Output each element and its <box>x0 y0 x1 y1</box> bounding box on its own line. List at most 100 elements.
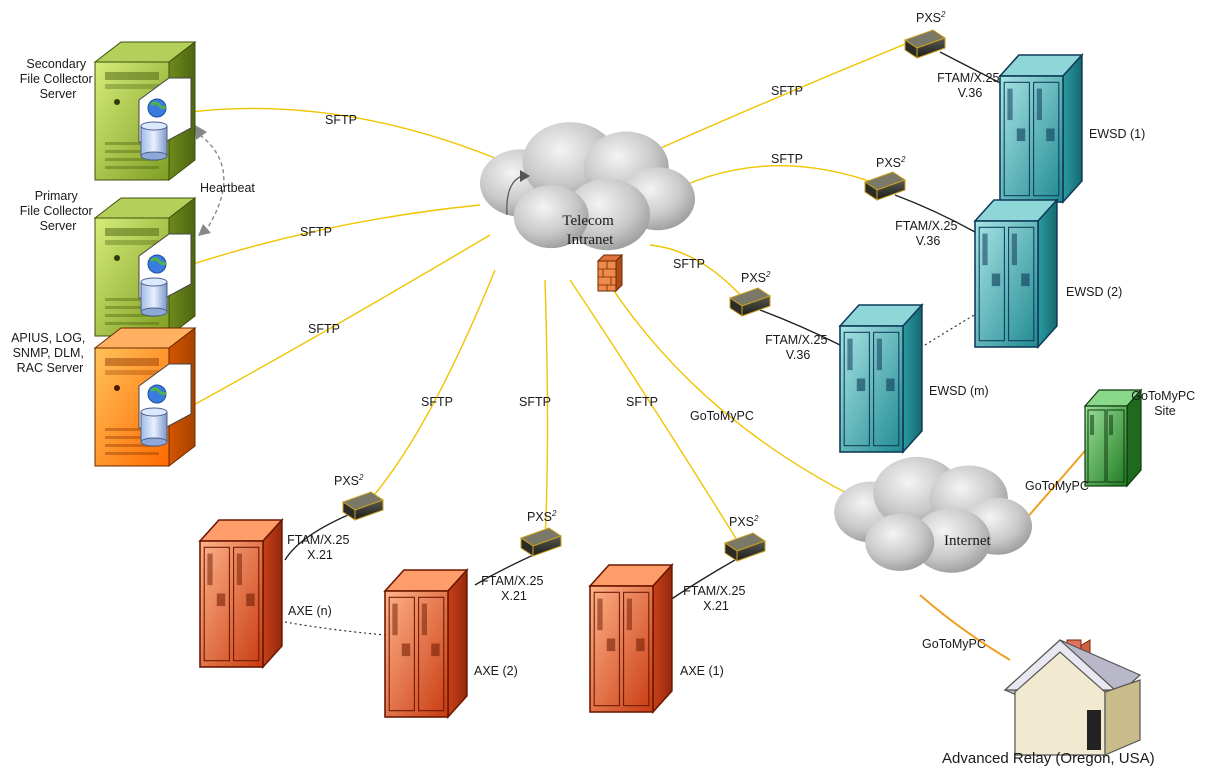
ftam-line: FTAM/X.25 <box>683 584 745 598</box>
pxs-label-axe2: PXS2 <box>527 509 557 524</box>
ftam-line: FTAM/X.25 <box>937 71 999 85</box>
link-intranet-ewsd1-pxs <box>644 37 921 156</box>
sftp-label-ewsd1: SFTP <box>771 84 803 98</box>
sftp-label-ewsd2: SFTP <box>771 152 803 166</box>
sftp-label-primary: SFTP <box>300 225 332 239</box>
primary-label-line3: Server <box>40 219 77 233</box>
axe-2-rack <box>384 569 468 718</box>
pxs-device-axe2 <box>520 527 562 557</box>
heartbeat-arrow <box>195 125 225 236</box>
dotted-link-ewsd <box>924 299 1001 346</box>
v36-line: V.36 <box>786 348 811 362</box>
ftam-label-ewsdm: FTAM/X.25 V.36 <box>765 333 831 362</box>
sftp-label-axe1: SFTP <box>626 395 658 409</box>
sftp-label-ewsdm: SFTP <box>673 257 705 271</box>
pxs-sup: 2 <box>358 473 364 482</box>
axe-1-label: AXE (1) <box>680 664 724 678</box>
secondary-file-collector-server <box>93 40 197 182</box>
link-intranet-axe2-pxs <box>544 279 549 541</box>
link-pxs-axen <box>284 511 356 561</box>
internet-cloud <box>834 456 1032 573</box>
pxs-sup: 2 <box>765 270 771 279</box>
link-intranet-axe1-pxs <box>569 279 741 546</box>
secondary-server-label: Secondary File Collector Server <box>20 57 96 101</box>
pxs-label-ewsd1: PXS2 <box>916 10 946 25</box>
secondary-label-line1: Secondary <box>26 57 87 71</box>
telecom-intranet-cloud <box>480 122 695 251</box>
gotomypc-site-line1: GoToMyPC <box>1131 389 1195 403</box>
sftp-label-axen: SFTP <box>421 395 453 409</box>
ftam-label-axe1: FTAM/X.25 X.21 <box>683 584 749 613</box>
sftp-label-secondary: SFTP <box>325 113 357 127</box>
v36-line: V.36 <box>916 234 941 248</box>
link-intranet-ewsdm-pxs <box>649 244 746 301</box>
pxs-base: PXS <box>527 510 552 524</box>
apius-log-snmp-server <box>93 326 197 468</box>
pxs-base: PXS <box>729 515 754 529</box>
advanced-relay-house-icon <box>1003 639 1142 756</box>
ftam-label-ewsd2: FTAM/X.25 V.36 <box>895 219 961 248</box>
apius-server-label: APIUS, LOG, SNMP, DLM, RAC Server <box>11 331 89 375</box>
ftam-label-ewsd1: FTAM/X.25 V.36 <box>937 71 1003 100</box>
link-intranet-axen-pxs <box>369 269 496 501</box>
gotomypc-label-site-link: GoToMyPC <box>1025 479 1089 493</box>
link-secondary-intranet <box>189 107 501 161</box>
pxs-label-axen: PXS2 <box>334 473 364 488</box>
ftam-line: FTAM/X.25 <box>287 533 349 547</box>
link-pxs-ewsdm <box>759 309 841 346</box>
v36-line: V.36 <box>958 86 983 100</box>
link-apius-intranet <box>189 234 491 408</box>
gotomypc-label-relay-link: GoToMyPC <box>922 637 986 651</box>
pxs-label-ewsd2: PXS2 <box>876 155 906 170</box>
ftam-line: FTAM/X.25 <box>481 574 543 588</box>
pxs-sup: 2 <box>551 509 557 518</box>
axe-n-rack <box>199 519 283 668</box>
pxs-label-axe1: PXS2 <box>729 514 759 529</box>
ewsd-1-label: EWSD (1) <box>1089 127 1145 141</box>
ftam-label-axe2: FTAM/X.25 X.21 <box>481 574 547 603</box>
telecom-intranet-label: Telecom Intranet <box>562 213 617 248</box>
apius-label-line2: SNMP, DLM, <box>13 346 84 360</box>
link-internet-gotomypc-site <box>1024 444 1091 521</box>
pxs-sup: 2 <box>900 155 906 164</box>
pxs-base: PXS <box>334 474 359 488</box>
dotted-link-axe <box>284 621 386 636</box>
primary-server-label: Primary File Collector Server <box>20 189 96 233</box>
ftam-line: FTAM/X.25 <box>895 219 957 233</box>
apius-label-line3: RAC Server <box>17 361 84 375</box>
ewsd-2-label: EWSD (2) <box>1066 285 1122 299</box>
pxs-base: PXS <box>916 11 941 25</box>
firewall-icon <box>596 253 624 293</box>
primary-file-collector-server <box>93 196 197 338</box>
axe-2-label: AXE (2) <box>474 664 518 678</box>
pxs-sup: 2 <box>940 10 946 19</box>
sftp-label-axe2: SFTP <box>519 395 551 409</box>
apius-label-line1: APIUS, LOG, <box>11 331 85 345</box>
link-pxs-axe1 <box>669 559 736 601</box>
gotomypc-site-label: GoToMyPC Site <box>1131 389 1198 418</box>
gotomypc-site-line2: Site <box>1154 404 1176 418</box>
x21-line: X.21 <box>703 599 729 613</box>
gotomypc-site-rack <box>1083 388 1143 488</box>
pxs-device-axen <box>342 491 384 521</box>
ftam-line: FTAM/X.25 <box>765 333 827 347</box>
pxs-device-ewsd1 <box>904 29 946 59</box>
axe-n-label: AXE (n) <box>288 604 332 618</box>
intranet-label-line2: Intranet <box>567 232 614 248</box>
link-primary-intranet <box>189 204 481 266</box>
heartbeat-label: Heartbeat <box>200 181 255 195</box>
internet-label: Internet <box>944 533 991 549</box>
pxs-device-axe1 <box>724 532 766 562</box>
ewsd-1-rack <box>999 54 1083 203</box>
axe-1-rack <box>589 564 673 713</box>
link-intranet-internet <box>609 284 861 501</box>
secondary-label-line2: File Collector <box>20 72 93 86</box>
x21-line: X.21 <box>501 589 527 603</box>
ftam-label-axen: FTAM/X.25 X.21 <box>287 533 353 562</box>
primary-label-line1: Primary <box>35 189 79 203</box>
secondary-label-line3: Server <box>40 87 77 101</box>
pxs-base: PXS <box>876 156 901 170</box>
link-internet-relay <box>919 594 1011 661</box>
link-pxs-ewsd2 <box>894 194 976 233</box>
